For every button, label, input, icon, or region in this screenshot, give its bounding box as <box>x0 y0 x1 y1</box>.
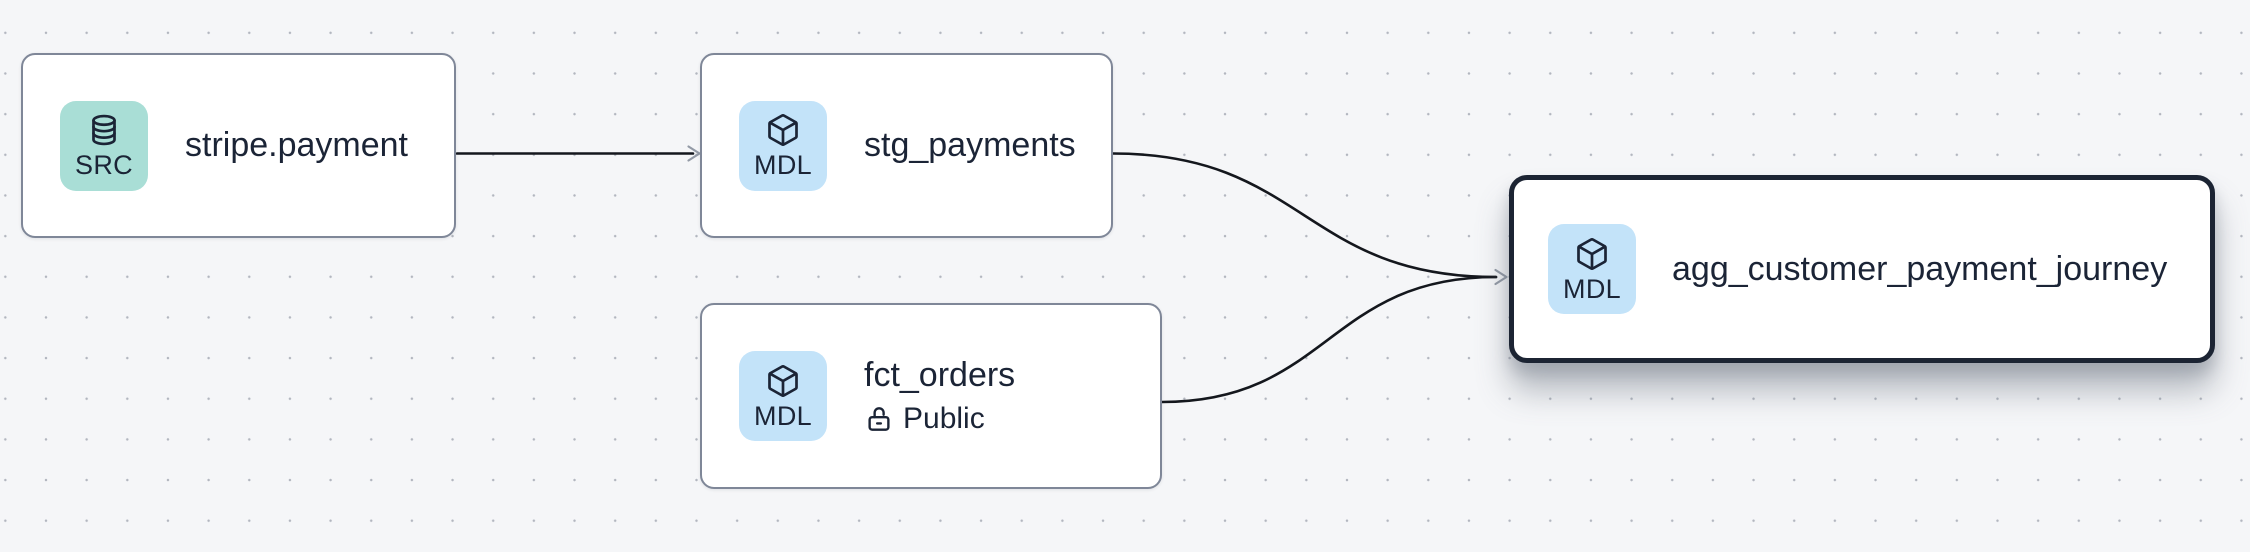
node-title: stg_payments <box>864 126 1076 164</box>
cube-icon <box>1577 237 1607 270</box>
node-agg-customer-payment-journey[interactable]: MDL agg_customer_payment_journey <box>1509 175 2215 363</box>
edge-fct-orders-to-agg <box>1160 275 1498 404</box>
model-badge: MDL <box>739 351 827 441</box>
node-title-block: fct_orders Public <box>864 356 1015 436</box>
arrowhead-icon <box>1494 268 1508 286</box>
badge-label: MDL <box>754 400 812 431</box>
cube-icon <box>768 364 798 397</box>
cube-icon <box>768 114 798 146</box>
model-badge: MDL <box>1548 224 1636 314</box>
access-row: Public <box>864 402 1015 436</box>
node-stripe-payment[interactable]: SRC stripe.payment <box>21 53 456 238</box>
node-title: fct_orders <box>864 356 1016 394</box>
node-title: agg_customer_payment_journey <box>1672 249 2168 288</box>
badge-label: MDL <box>754 150 812 180</box>
badge-label: MDL <box>1563 273 1621 304</box>
edge-stg-payments-to-agg <box>1111 152 1498 279</box>
badge-label: SRC <box>75 150 133 180</box>
source-badge: SRC <box>60 100 148 191</box>
database-icon <box>92 114 116 146</box>
access-label: Public <box>903 402 985 435</box>
node-title: stripe.payment <box>185 126 408 164</box>
arrowhead-icon <box>687 145 701 162</box>
lock-open-icon <box>868 407 890 431</box>
node-stg-payments[interactable]: MDL stg_payments <box>700 53 1113 238</box>
model-badge: MDL <box>739 100 827 191</box>
node-fct-orders[interactable]: MDL fct_orders Public <box>700 303 1162 489</box>
